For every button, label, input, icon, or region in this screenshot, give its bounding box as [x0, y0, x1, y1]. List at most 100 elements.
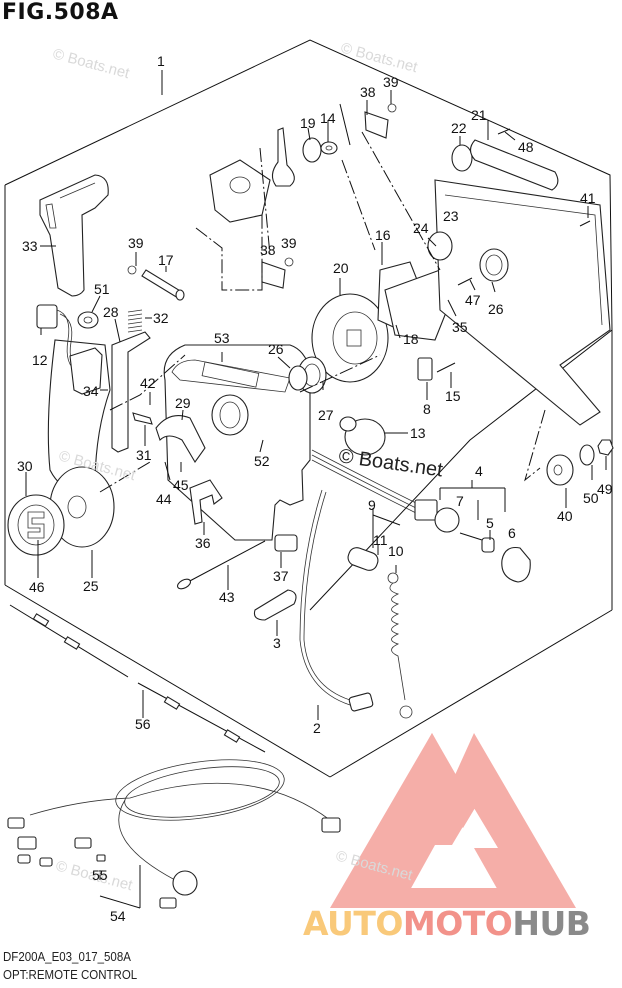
part-screw-41 — [579, 220, 591, 227]
callout-6: 6 — [508, 525, 516, 541]
callout-32: 32 — [153, 310, 169, 326]
callout-51: 51 — [94, 281, 110, 297]
callout-47: 47 — [465, 292, 481, 308]
callout-21: 21 — [471, 107, 487, 123]
callout-42: 42 — [140, 375, 156, 391]
part-bracket-36 — [189, 479, 223, 525]
logo-word-moto: MOTO — [402, 904, 513, 943]
callout-8: 8 — [423, 401, 431, 417]
callout-44: 44 — [156, 491, 172, 507]
callout-39-mid: 39 — [281, 235, 297, 251]
callout-13: 13 — [410, 425, 426, 441]
watermark-boats-net: © Boats.net — [51, 45, 132, 82]
part-stop-switch-lanyard — [347, 547, 413, 719]
logo-word-hub: HUB — [512, 904, 591, 943]
callout-27: 27 — [318, 407, 334, 423]
callout-45: 45 — [173, 477, 189, 493]
callout-49: 49 — [597, 481, 613, 497]
callout-48: 48 — [518, 139, 534, 155]
part-hub-cap — [7, 494, 65, 556]
part-plate-31 — [132, 412, 153, 425]
part-link-bracket — [127, 159, 294, 289]
part-trim-switch — [311, 416, 421, 516]
callout-43: 43 — [219, 589, 235, 605]
part-plate-18 — [384, 269, 456, 341]
section-name: OPT:REMOTE CONTROL — [3, 968, 138, 982]
part-clip — [274, 534, 298, 552]
callout-54: 54 — [110, 908, 126, 924]
part-friction-plate — [451, 128, 559, 191]
callout-3: 3 — [273, 635, 281, 651]
callout-39-left: 39 — [128, 235, 144, 251]
callout-36: 36 — [195, 535, 211, 551]
callout-17: 17 — [158, 252, 174, 268]
callout-19: 19 — [300, 115, 316, 131]
callout-2: 2 — [313, 720, 321, 736]
callout-39-upper: 39 — [383, 74, 399, 90]
callout-26-housing: 26 — [268, 341, 284, 357]
callout-11: 11 — [373, 532, 388, 548]
assembly-outline — [4, 39, 613, 778]
part-control-cable — [9, 604, 266, 753]
callout-1: 1 — [157, 53, 165, 69]
part-spring — [127, 309, 143, 333]
part-long-screw — [176, 540, 266, 590]
part-side-cover — [427, 179, 611, 426]
callout-7: 7 — [456, 493, 464, 509]
callout-15: 15 — [445, 388, 461, 404]
callout-12: 12 — [32, 352, 48, 368]
part-main-harness — [7, 759, 341, 909]
callout-labels: 1 2 3 4 5 6 7 8 9 10 11 12 13 14 15 16 1… — [17, 53, 613, 924]
part-wire-harness-2 — [299, 489, 374, 712]
callout-46: 46 — [29, 579, 45, 595]
callout-24: 24 — [413, 220, 429, 236]
callout-33: 33 — [22, 238, 38, 254]
callout-23: 23 — [443, 208, 459, 224]
callout-26-cover: 26 — [488, 301, 504, 317]
callout-56: 56 — [135, 716, 151, 732]
callout-25: 25 — [83, 578, 99, 594]
callout-50: 50 — [583, 490, 599, 506]
callout-5: 5 — [486, 515, 494, 531]
callout-18: 18 — [403, 331, 419, 347]
callout-31: 31 — [136, 447, 152, 463]
callout-40: 40 — [557, 508, 573, 524]
automotohub-logo-mark — [330, 733, 576, 908]
part-key-switch — [414, 499, 531, 583]
figure-title: FIG.508A — [2, 0, 119, 25]
part-handle-grip — [39, 174, 109, 297]
callout-55: 55 — [92, 867, 108, 883]
part-gear-segment — [155, 415, 206, 464]
drawing-code: DF200A_E03_017_508A — [3, 950, 131, 964]
callout-20: 20 — [333, 260, 349, 276]
part-pin — [141, 269, 185, 301]
callout-38-mid: 38 — [260, 242, 276, 258]
part-washer-51 — [77, 311, 99, 329]
callout-28: 28 — [103, 304, 119, 320]
callout-38-upper: 38 — [360, 84, 376, 100]
callout-35: 35 — [452, 319, 468, 335]
logo-word-auto: AUTO — [303, 904, 403, 943]
callout-10: 10 — [388, 543, 404, 559]
part-neutral-switch — [417, 357, 456, 381]
part-bracket — [69, 347, 103, 395]
part-mount-set — [546, 439, 614, 486]
automotohub-logo-text: AUTOMOTOHUB — [303, 904, 591, 943]
callout-14: 14 — [320, 110, 336, 126]
callout-16: 16 — [375, 227, 391, 243]
part-screw-47 — [457, 277, 473, 286]
callout-30: 30 — [17, 458, 33, 474]
callout-34: 34 — [83, 383, 99, 399]
callout-41: 41 — [580, 190, 596, 206]
callout-29: 29 — [175, 395, 191, 411]
callout-9: 9 — [368, 497, 376, 513]
part-plate-3 — [253, 589, 297, 621]
callout-37: 37 — [273, 568, 289, 584]
callout-22: 22 — [451, 120, 467, 136]
callout-4: 4 — [475, 463, 483, 479]
part-rings — [288, 356, 327, 394]
callout-52: 52 — [254, 453, 270, 469]
callout-53: 53 — [214, 330, 230, 346]
